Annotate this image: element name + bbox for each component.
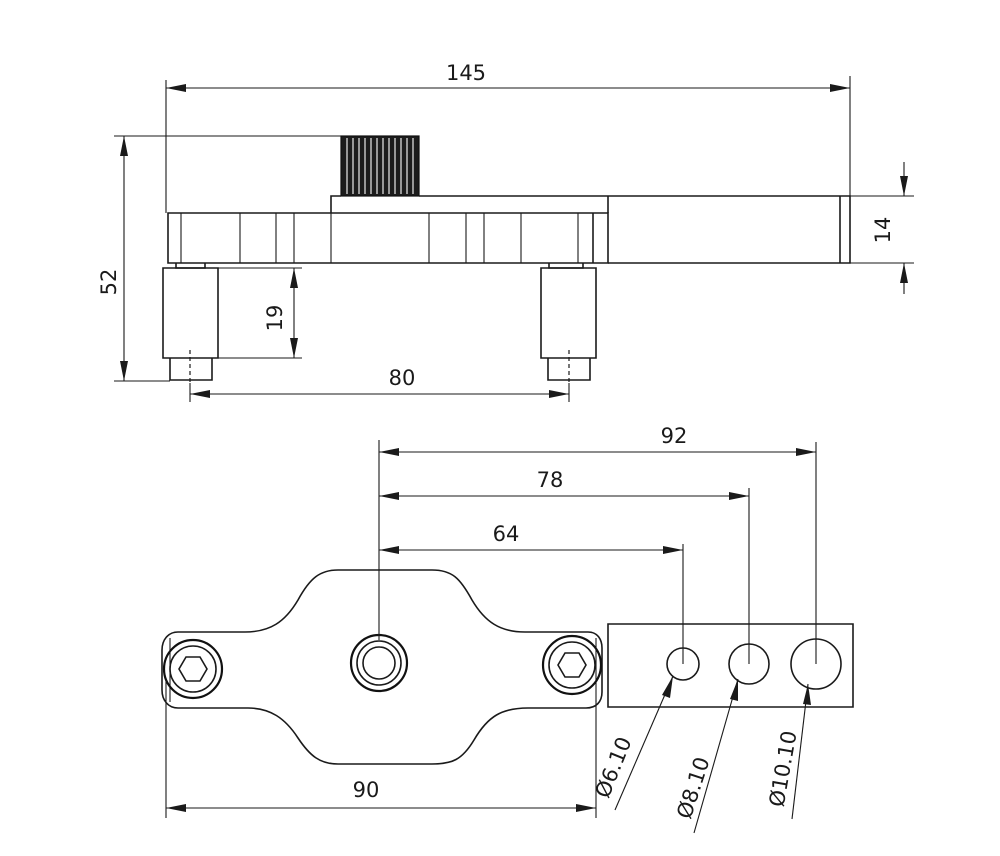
dimension-leg-height: 19: [218, 267, 302, 359]
dimension-overall-length: 145: [165, 61, 851, 213]
guide-holes: [666, 638, 842, 690]
dia-8-10-label: Ø8.10: [672, 754, 714, 822]
dim-52-label: 52: [97, 269, 121, 296]
top-extension-lines: [165, 440, 817, 818]
side-legs: [162, 263, 597, 383]
dim-14-label: 14: [871, 217, 895, 244]
dimension-arm-thickness: 14: [850, 162, 914, 294]
dim-19-label: 19: [263, 305, 287, 332]
dim-80-label: 80: [389, 366, 416, 390]
hex-screw-left: [162, 638, 224, 700]
dim-92-label: 92: [661, 424, 688, 448]
dim-90-label: 90: [353, 778, 380, 802]
dimension-92: 92: [379, 424, 816, 456]
diameter-callout-small: Ø6.10: [591, 675, 674, 811]
diameter-callout-large: Ø10.10: [765, 683, 811, 820]
dia-6-10-label: Ø6.10: [591, 734, 637, 802]
dimension-90: 90: [166, 778, 596, 812]
center-bushing: [349, 633, 409, 693]
dim-145-label: 145: [446, 61, 486, 85]
side-view: 145 52 14 19: [97, 61, 914, 402]
dimension-overall-height: 52: [97, 135, 341, 382]
diameter-callout-medium: Ø8.10: [672, 678, 739, 834]
dimension-78: 78: [379, 468, 749, 500]
dimension-64: 64: [379, 522, 683, 554]
knurled-knob: [330, 135, 431, 213]
side-body: [167, 195, 851, 264]
dim-78-label: 78: [537, 468, 564, 492]
dim-64-label: 64: [493, 522, 520, 546]
hex-screw-right: [541, 634, 603, 696]
dia-10-10-label: Ø10.10: [765, 729, 802, 809]
top-view: 92 78 64 90 Ø6.10: [161, 424, 854, 834]
dimension-leg-spacing: 80: [189, 366, 570, 402]
